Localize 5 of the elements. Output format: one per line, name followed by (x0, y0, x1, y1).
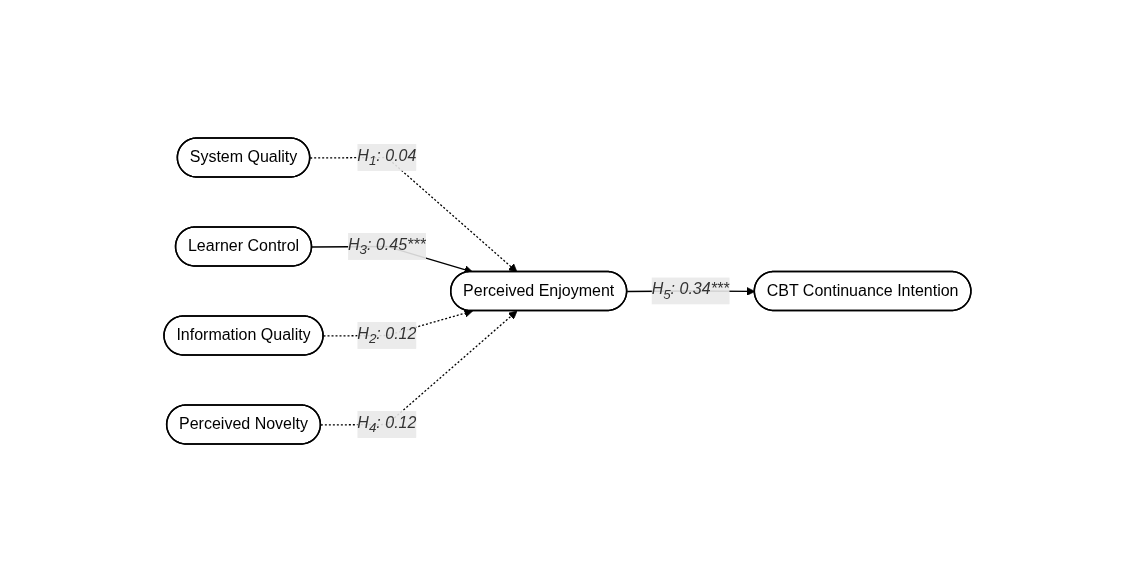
edge-label: H$_{3}$: 0.45*** (348, 235, 426, 258)
edge-label: H$_{1}$: 0.04 (357, 146, 417, 169)
edge-label: H$_{4}$: 0.12 (357, 413, 417, 436)
edge-label: H$_{2}$: 0.12 (357, 324, 417, 347)
edge-label: H$_{5}$: 0.34*** (651, 280, 730, 302)
